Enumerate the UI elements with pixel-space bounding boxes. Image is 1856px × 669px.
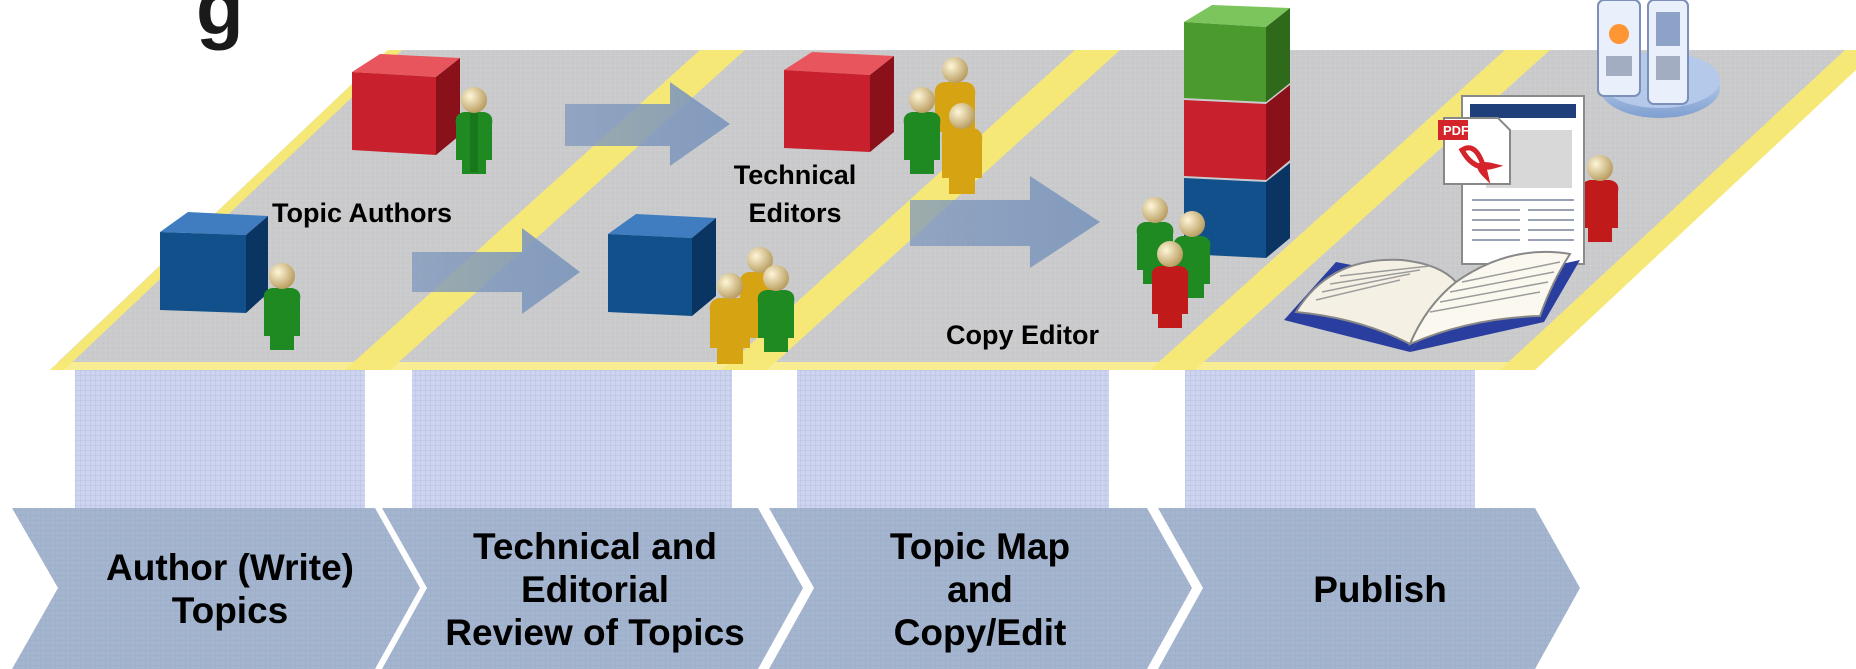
red-cube-icon (352, 54, 460, 155)
open-book-icon (1284, 251, 1580, 352)
stage-label-4: Publish (1200, 512, 1560, 666)
stage-label-2: Technical and Editorial Review of Topics (420, 512, 770, 666)
stage-4-line-1: Publish (1313, 568, 1447, 610)
stage-3-line-3: Copy/Edit (893, 611, 1067, 653)
stage-label-3: Topic Map and Copy/Edit (810, 512, 1150, 666)
stage-3-line-2: and (947, 568, 1013, 610)
flow-arrows (412, 82, 1100, 314)
blue-cube-icon (1184, 163, 1290, 258)
svg-text:PDF: PDF (1443, 123, 1469, 138)
copy-editor-person-icon (1151, 241, 1189, 328)
stage-2-line-3: Review of Topics (445, 611, 745, 653)
stage-columns (75, 370, 1475, 508)
pdf-icon: PDF (1438, 117, 1511, 185)
copy-editor-label: Copy Editor (946, 320, 1099, 350)
cubes (160, 5, 1290, 316)
flow-arrow-icon (412, 228, 580, 314)
technical-editors-label-line2: Editors (748, 198, 842, 228)
stage-1-line-2: Topics (171, 590, 289, 631)
technical-editors-label-line1: Technical (733, 160, 857, 190)
red-cube-icon (784, 52, 894, 152)
publisher-person-icon (1581, 155, 1619, 242)
stage-1-line-1: Author (Write) (106, 547, 354, 588)
editor-person-icon (757, 265, 795, 352)
stage-chevrons (12, 508, 1580, 669)
editor-person-icon (941, 103, 983, 194)
stage-2-line-2: Editorial (520, 568, 670, 610)
editor-person-icon (903, 87, 941, 174)
author-person-icon (263, 263, 301, 350)
people (263, 57, 1619, 364)
blue-cube-icon (160, 212, 268, 313)
stage-2-line-1: Technical and (473, 525, 717, 567)
author-person-icon (455, 87, 493, 174)
stage-label-1: Author (Write) Topics (70, 512, 390, 666)
stage-3-line-1: Topic Map (889, 525, 1071, 567)
editor-person-icon (709, 273, 751, 364)
mobile-devices-icon (1597, 0, 1720, 118)
green-cube-icon (1184, 5, 1290, 102)
red-cube-icon (1184, 85, 1290, 180)
topic-authors-label: Topic Authors (272, 198, 452, 228)
flow-arrow-icon (565, 82, 730, 166)
blue-cube-icon (608, 214, 716, 316)
heading-fragment: g (196, 0, 244, 51)
flow-arrow-icon (910, 176, 1100, 268)
publish-outputs: PDF (1284, 0, 1720, 352)
